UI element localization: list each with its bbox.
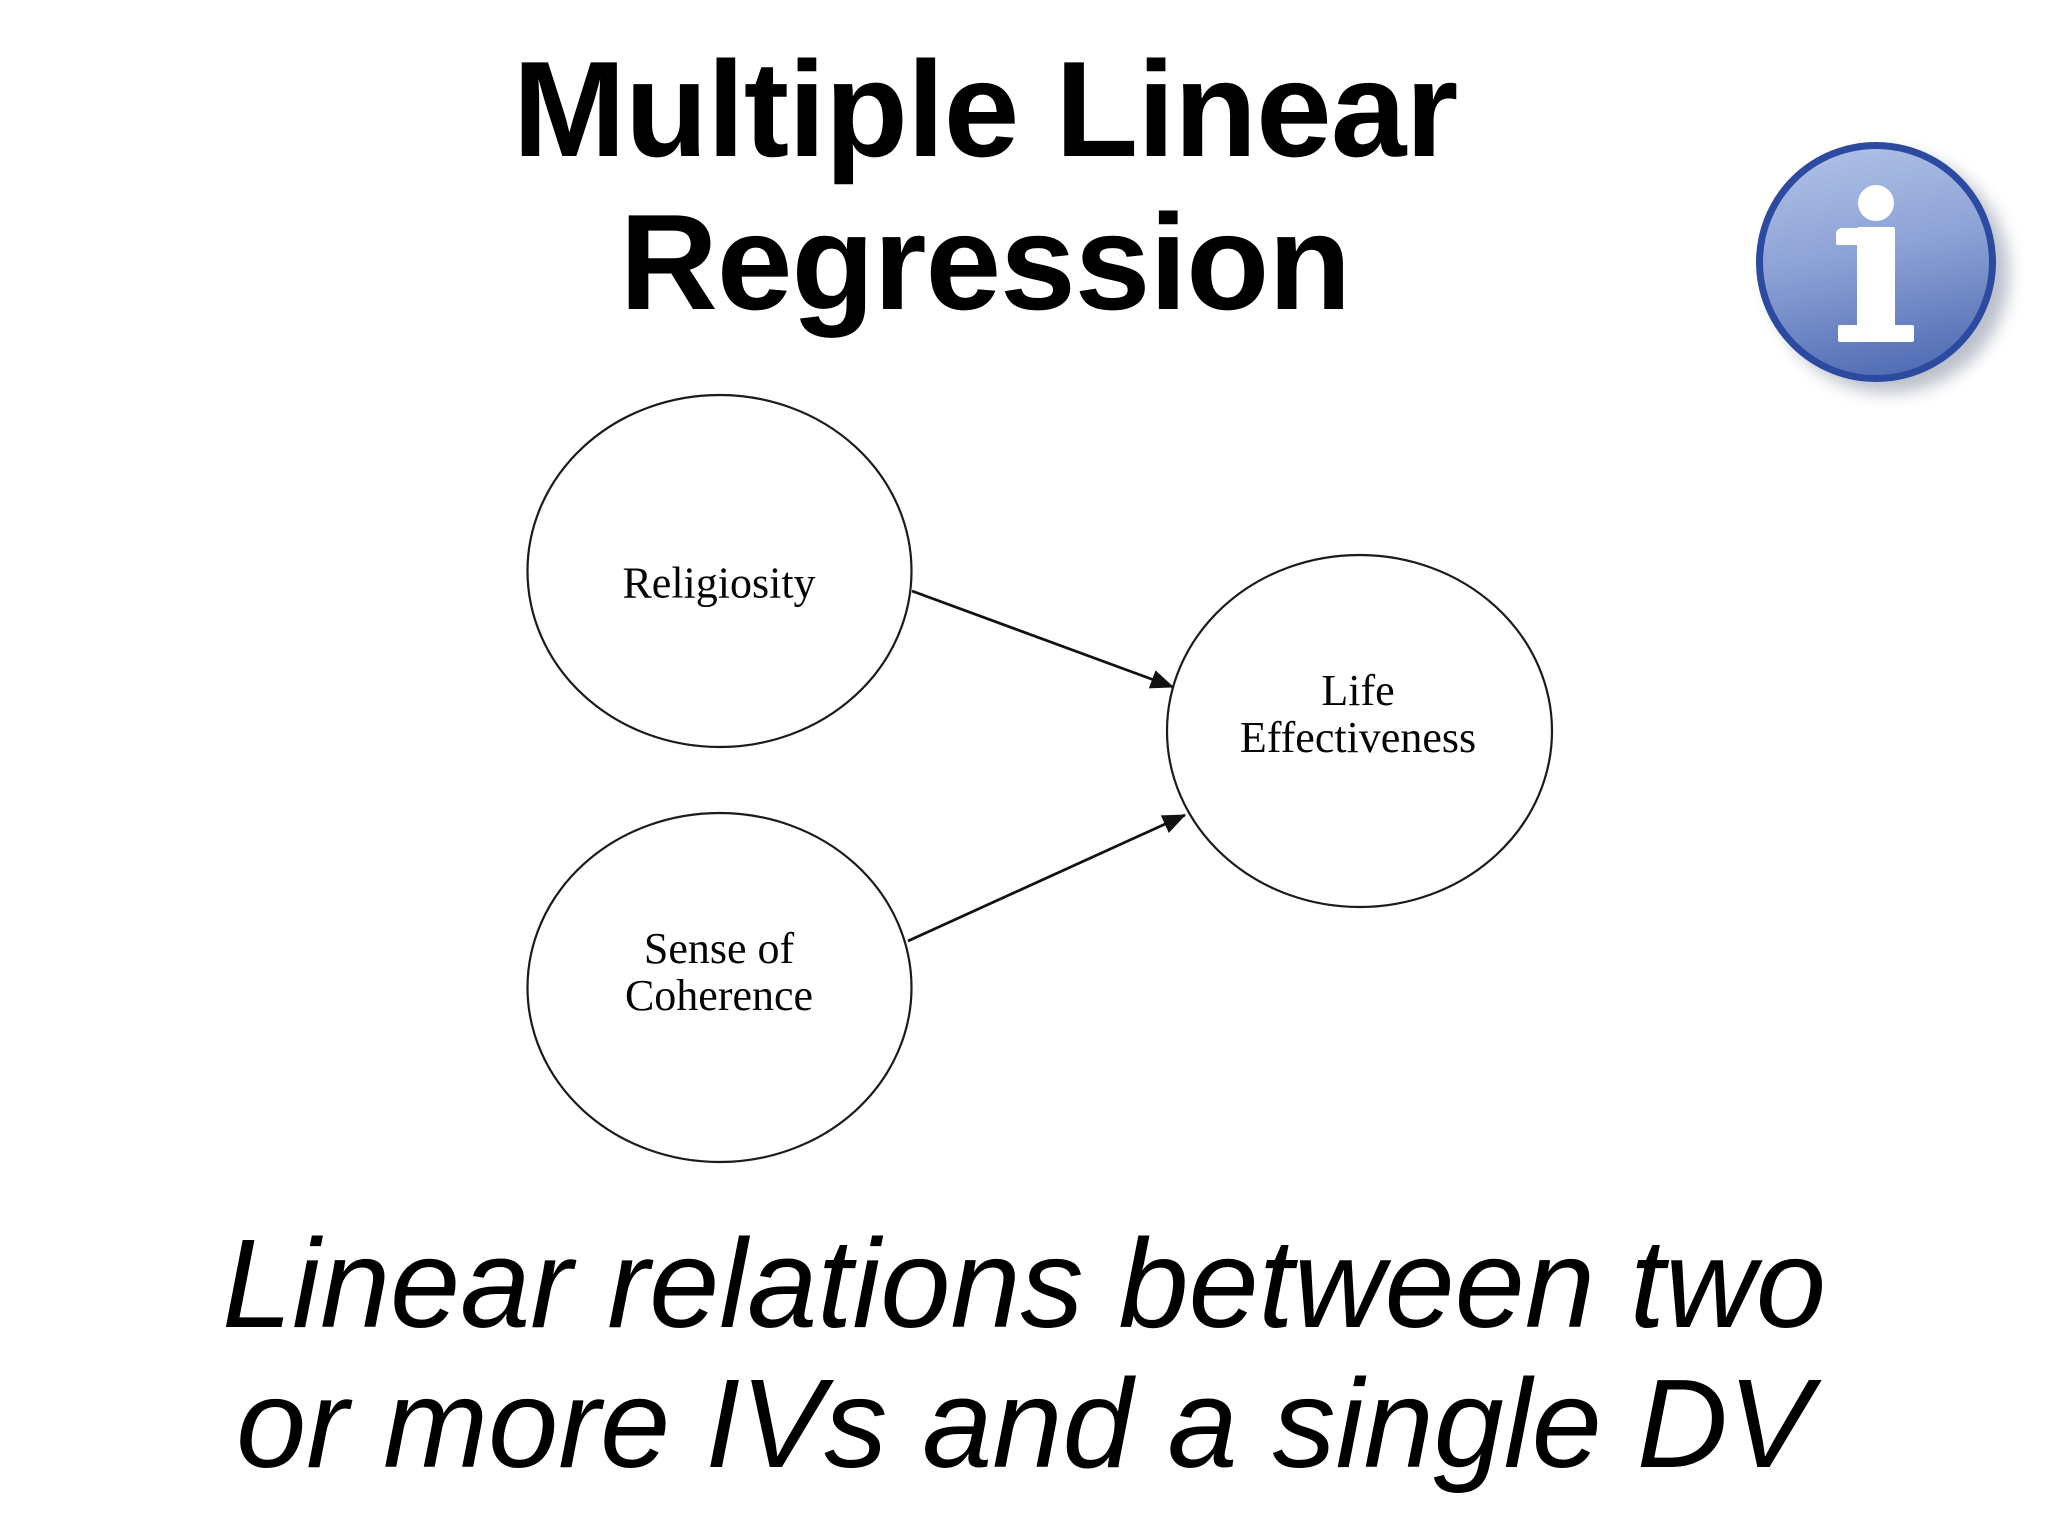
edge-religiosity-to-life-effectiveness bbox=[911, 589, 1175, 689]
info-i-stem bbox=[1857, 227, 1895, 327]
node-label-line: Religiosity bbox=[622, 558, 816, 608]
edge-sense-of-coherence-to-life-effectiveness bbox=[907, 813, 1187, 943]
node-label-line: Coherence bbox=[624, 971, 814, 1020]
info-i-foot bbox=[1838, 325, 1914, 342]
node-label-line: Sense of bbox=[643, 924, 795, 973]
caption-line-1: Linear relations between two bbox=[222, 1213, 1826, 1354]
node-label-line: Effectiveness bbox=[1239, 713, 1477, 762]
title-line-2: Regression bbox=[619, 186, 1352, 338]
node-label-line: Life bbox=[1321, 666, 1395, 715]
node-sense-of-coherence-ellipse bbox=[526, 811, 913, 1164]
slide-title: Multiple Linear Regression bbox=[0, 33, 1970, 339]
node-label-sense-of-coherence: Sense of Coherence bbox=[625, 925, 813, 1019]
info-i-flag bbox=[1836, 228, 1858, 245]
node-label-life-effectiveness: Life Effectiveness bbox=[1240, 667, 1476, 761]
node-label-religiosity: Religiosity bbox=[622, 560, 815, 607]
caption: Linear relations between two or more IVs… bbox=[0, 1214, 2048, 1494]
title-line-1: Multiple Linear bbox=[512, 33, 1459, 185]
node-life-effectiveness-ellipse bbox=[1165, 553, 1554, 909]
info-i-dot bbox=[1858, 185, 1894, 221]
caption-line-2: or more IVs and a single DV bbox=[236, 1353, 1812, 1494]
node-religiosity-ellipse bbox=[526, 393, 913, 749]
info-icon[interactable] bbox=[1756, 142, 1996, 382]
